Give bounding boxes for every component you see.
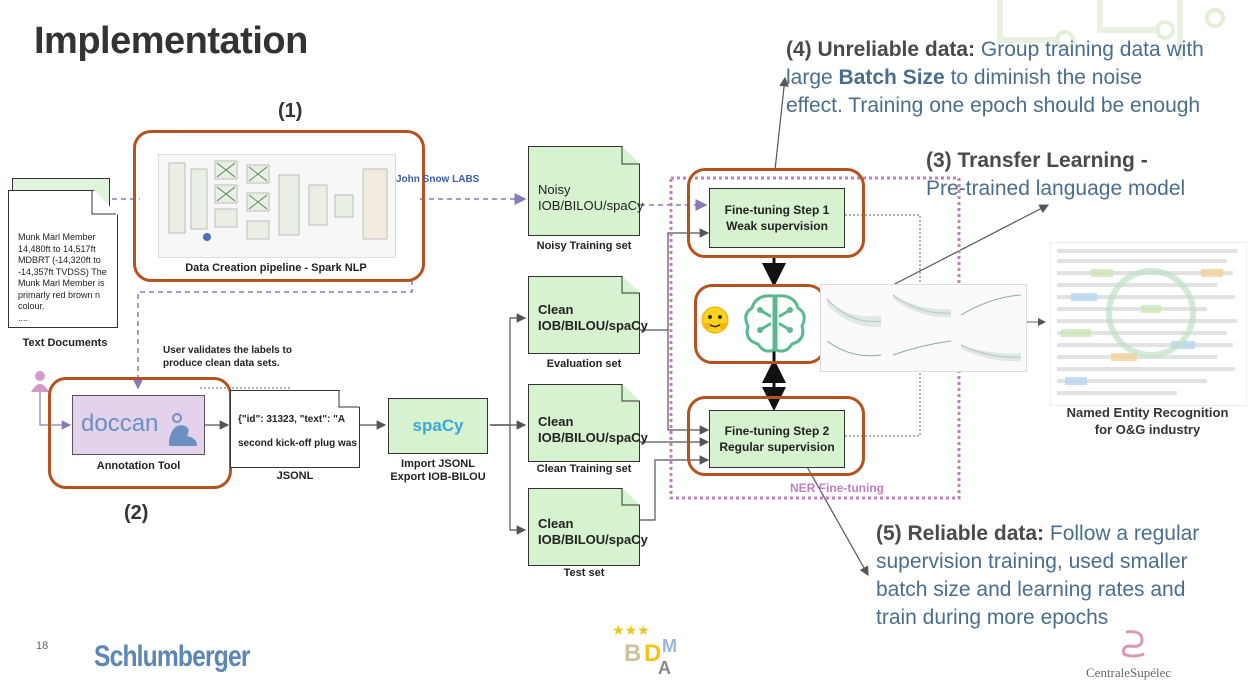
document-fold (91, 190, 116, 215)
annotation-caption: Annotation Tool (96, 460, 181, 472)
huggingface-icon (700, 305, 730, 335)
validation-note: User validates the labels to produce cle… (163, 345, 292, 369)
note-5-heading: (5) Reliable data: (876, 522, 1045, 545)
evaluation-dataset-line-2: IOB/BILOU/spaCy (538, 318, 648, 333)
slide-title: Implementation (34, 20, 308, 62)
training-dataset-caption: Clean Training set (536, 463, 632, 475)
noisy-dataset-line-2: IOB/BILOU/spaCy (538, 198, 644, 213)
doccano-logo-text: doccan (81, 410, 159, 437)
ner-caption: Named Entity Recognition for O&G industr… (1050, 404, 1245, 438)
note-5-text-b: supervision training, used smaller (876, 550, 1188, 573)
ner-caption-line-1: Named Entity Recognition (1066, 405, 1229, 420)
brain-icon (740, 290, 810, 358)
test-dataset-line-1: Clean (538, 516, 574, 531)
note-5: (5) Reliable data: Follow a regular supe… (876, 520, 1236, 632)
finetuning-step-1: Fine-tuning Step 1 Weak supervision (709, 188, 845, 248)
step1-highlight (687, 168, 865, 258)
doccano-box: doccan (72, 395, 205, 455)
finetuning-step-1-subtitle: Weak supervision (726, 219, 828, 233)
noisy-dataset: Noisy IOB/BILOU/spaCy (528, 146, 644, 236)
step-2-label: (2) (124, 502, 149, 524)
note-4-text-c: effect. Training one epoch should be eno… (786, 94, 1201, 117)
evaluation-dataset: Clean IOB/BILOU/spaCy (528, 276, 648, 354)
ner-caption-line-2: for O&G industry (1094, 422, 1201, 437)
spacy-box: spaCy (388, 398, 488, 454)
training-dataset-line-2: IOB/BILOU/spaCy (538, 430, 648, 445)
training-curves (826, 294, 1022, 362)
spacy-caption-line-2: Export IOB-BILOU (390, 471, 486, 483)
test-dataset-fold (621, 488, 639, 506)
pipeline-caption: Data Creation pipeline - Spark NLP (185, 262, 367, 274)
pipeline-highlight (133, 130, 425, 282)
centrale-logo-text: CentraleSupélec (1086, 665, 1172, 680)
bdma-logo: ★★★ B D M A (610, 622, 680, 682)
bdma-letter-m: M (662, 636, 677, 656)
evaluation-dataset-line-1: Clean (538, 302, 574, 317)
note-5-text-d: train during more epochs (876, 606, 1109, 629)
finetuning-step-2: Fine-tuning Step 2 Regular supervision (709, 410, 845, 468)
note-5-text-a: Follow a regular (1044, 522, 1200, 545)
finetuning-step-2-title: Fine-tuning Step 2 (724, 424, 830, 438)
finetuning-step-2-subtitle: Regular supervision (719, 440, 835, 454)
jsonl-caption: JSONL (276, 470, 314, 482)
note-3-heading: (3) Transfer Learning - (926, 149, 1148, 172)
note-4: (4) Unreliable data: Group training data… (786, 36, 1246, 120)
text-documents: Munk Marl Member 14,480ft to 14,517ft MD… (8, 176, 118, 336)
test-dataset-caption: Test set (563, 567, 605, 579)
spacy-logo-text: spaCy (412, 416, 464, 435)
ner-finetuning-label: NER Fine-tuning (790, 481, 884, 495)
pipeline-diagram (158, 154, 396, 258)
note-4-text-a: Group training data with (975, 38, 1204, 61)
training-curves-panel (820, 284, 1027, 372)
jsonl-document: {"id": 31323, "text": "A second kick-off… (230, 390, 360, 468)
spacy-caption-line-1: Import JSONL (401, 458, 475, 470)
bdma-letter-a: A (658, 658, 671, 678)
noisy-dataset-fold (621, 146, 639, 165)
step-1-label: (1) (278, 100, 303, 122)
bdma-letter-b: B (624, 640, 642, 667)
training-dataset: Clean IOB/BILOU/spaCy (528, 384, 648, 462)
note-5-text-c: batch size and learning rates and (876, 578, 1186, 601)
note-4-text-b1: large (786, 66, 839, 89)
jsonl-line-1: {"id": 31323, "text": "A (238, 414, 346, 425)
spacy-caption: Import JSONL Export IOB-BILOU (380, 458, 496, 484)
bdma-letter-d: D (644, 640, 662, 667)
jsonl-line-2: second kick-off plug was (238, 438, 357, 449)
training-dataset-fold (621, 384, 639, 402)
evaluation-dataset-fold (621, 276, 639, 294)
note-4-text-b2: to diminish the noise (944, 66, 1143, 89)
note-4-heading: (4) Unreliable data: (786, 38, 976, 61)
page-number: 18 (36, 640, 49, 652)
noisy-dataset-line-1: Noisy (538, 182, 571, 197)
note-3-text: Pre-trained language model (926, 177, 1186, 200)
step2-highlight (687, 396, 865, 476)
note-4-batch-size: Batch Size (838, 66, 945, 89)
test-dataset: Clean IOB/BILOU/spaCy (528, 488, 648, 566)
evaluation-dataset-caption: Evaluation set (546, 358, 622, 370)
johnsnowlabs-logo: John Snow LABS (396, 174, 480, 185)
doccano-mascot-icon (169, 413, 197, 446)
ner-output-mock (1057, 249, 1237, 395)
document-content: Munk Marl Member 14,480ft to 14,517ft MD… (18, 232, 107, 323)
jsonl-fold (338, 390, 359, 408)
training-dataset-line-1: Clean (538, 414, 574, 429)
user-icon (30, 370, 50, 392)
text-documents-caption: Text Documents (22, 337, 108, 349)
bdma-stars-icon: ★★★ (612, 622, 650, 638)
note-3: (3) Transfer Learning - Pre-trained lang… (926, 147, 1246, 203)
noisy-dataset-caption: Noisy Training set (536, 240, 632, 252)
centrale-logo-icon (1118, 628, 1148, 658)
schlumberger-logo: Schlumberger (94, 640, 250, 673)
pipeline-graph (168, 160, 388, 241)
ner-output-image (1050, 242, 1247, 406)
test-dataset-line-2: IOB/BILOU/spaCy (538, 532, 648, 547)
finetuning-step-1-title: Fine-tuning Step 1 (724, 203, 830, 217)
